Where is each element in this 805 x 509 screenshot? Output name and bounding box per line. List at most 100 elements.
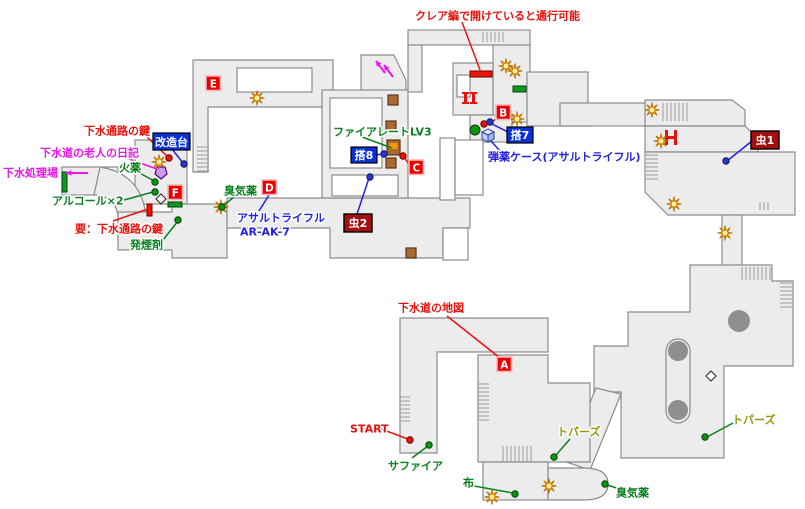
map-room-southeast: [593, 264, 794, 459]
exit-arrow-left-icon-head: [66, 170, 72, 176]
badge-B-label: B: [499, 107, 507, 119]
blue-spot-marker: [180, 160, 188, 168]
leader-line: [411, 445, 429, 459]
shutter-gate-icon: [462, 102, 469, 104]
green-door-marker: [512, 85, 527, 93]
item-box-icon: [480, 128, 496, 143]
exit-arrows-icon: [375, 60, 394, 78]
stairs-icon: [502, 446, 532, 461]
stairs-icon: [646, 154, 658, 180]
badge-C-label: C: [412, 162, 420, 174]
badge-label: 搭8: [355, 148, 374, 162]
map-room-e-hole: [236, 67, 313, 93]
wooden-crate-icon: [385, 157, 397, 169]
map-label: START: [350, 423, 389, 436]
leader-line: [361, 136, 393, 149]
map-label: 臭気薬: [616, 486, 650, 500]
wooden-crate-icon: [385, 120, 397, 132]
map-corridor-east-down: [721, 214, 743, 271]
map-corridor-northeast: [644, 99, 746, 127]
leader-line: [461, 21, 481, 71]
badge-bug-虫2: 虫2: [343, 213, 373, 233]
map-room-b-left: [407, 44, 423, 93]
map-label: サファイア: [388, 460, 443, 473]
map-label: 下水道の地図: [398, 301, 464, 315]
map-room-mid-hole2: [331, 174, 399, 197]
ladder-icon: [665, 136, 677, 139]
red-spot-marker: [399, 152, 407, 160]
badge-bug-虫1: 虫1: [750, 130, 780, 150]
badge-label: 搭7: [511, 128, 530, 142]
stairs-icon: [741, 267, 771, 280]
sparkle-item-core: [489, 494, 495, 500]
badge-A: A: [496, 356, 513, 373]
badge-E-label: E: [210, 78, 217, 90]
leader-line: [555, 438, 571, 456]
map-label: ファイアレートLV3: [333, 126, 432, 139]
badge-blue-搭8: 搭8: [350, 146, 378, 164]
red-spot-marker: [406, 436, 414, 444]
badge-E-box: [205, 75, 222, 92]
wooden-crate-icon: [405, 247, 417, 259]
leader-line: [380, 428, 409, 440]
badge-label: 虫1: [756, 133, 775, 147]
badge-label: 改造台: [155, 135, 188, 149]
map-label: アサルトライフル: [237, 212, 325, 225]
shutter-gate-icon: [470, 102, 477, 104]
red-door-marker: [146, 203, 153, 217]
map-label: 布: [463, 476, 474, 490]
badge-box: [506, 126, 534, 144]
stairs-icon: [478, 383, 489, 421]
leader-line: [123, 191, 154, 201]
badge-F-label: F: [172, 187, 179, 199]
blue-spot-marker: [366, 173, 374, 181]
badge-F-box: [167, 184, 184, 201]
sparkle-item-core: [512, 68, 518, 74]
map-doors: [61, 70, 527, 217]
green-spot-marker: [511, 490, 519, 498]
badge-D: D: [261, 179, 278, 196]
map-corridor-south-end: [547, 467, 609, 501]
green-spot-marker: [601, 480, 609, 488]
exit-arrows-icon-head: [384, 65, 390, 71]
badge-box: [750, 130, 780, 150]
badge-C: C: [408, 159, 425, 176]
sparkle-item-core: [156, 159, 162, 165]
leader-line: [258, 194, 270, 212]
diamond-marker: [705, 370, 717, 382]
leader-line: [490, 140, 501, 152]
map-corridor-east-upper: [559, 102, 651, 127]
leader-line: [356, 177, 370, 215]
map-label: トパーズ: [732, 413, 775, 427]
badge-B-box: [495, 104, 512, 121]
badge-C-box: [408, 159, 425, 176]
badge-E: E: [205, 75, 222, 92]
leader-line: [125, 157, 158, 170]
exit-arrows-icon-head: [376, 61, 382, 67]
badge-blue-搭7: 搭7: [506, 126, 534, 144]
sparkle-item-core: [671, 201, 677, 207]
map-room-b-center-hole: [456, 74, 471, 98]
green-spot-marker: [151, 188, 159, 196]
green-door-marker: [167, 201, 183, 208]
map-dots: [151, 118, 730, 498]
badge-box: [343, 213, 373, 233]
map-machine-conveyor: [665, 338, 691, 424]
blue-spot-marker: [486, 118, 494, 126]
leader-line: [706, 422, 734, 438]
stairs-icon: [780, 282, 792, 308]
map-room-start: [399, 317, 549, 454]
diamond-marker: [155, 193, 167, 205]
green-spot-marker: [469, 124, 481, 136]
leader-line: [162, 220, 179, 241]
map-label: クレア編で開けていると通行可能: [415, 9, 580, 23]
map-label: AR-AK-7: [240, 226, 290, 239]
badge-D-label: D: [265, 182, 274, 194]
map-corridor-southwest: [117, 203, 228, 259]
machine-circle: [728, 310, 750, 332]
sparkle-item-core: [649, 107, 655, 113]
sparkle-item-core: [503, 63, 509, 69]
badge-B: B: [495, 104, 512, 121]
